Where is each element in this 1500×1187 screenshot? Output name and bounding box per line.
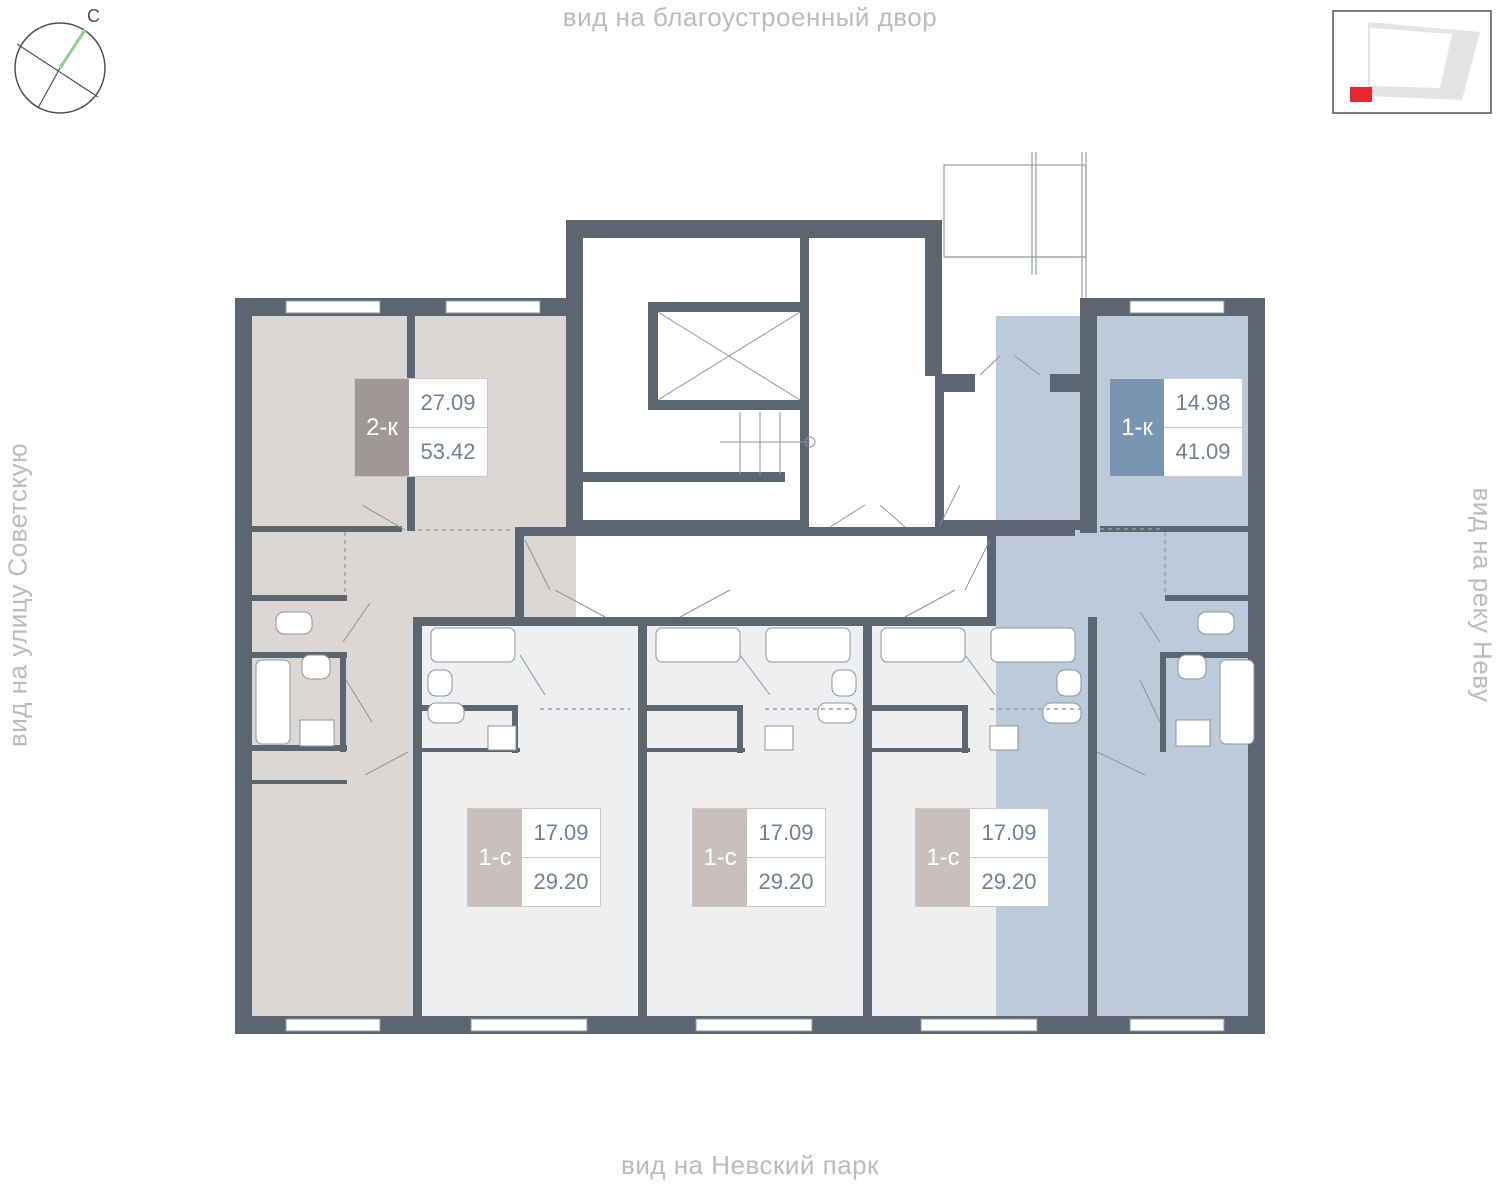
windows xyxy=(285,300,1225,1032)
apartment-tag-1s-b: 1-с 17.09 29.20 xyxy=(692,808,826,907)
living-area: 27.09 xyxy=(420,390,476,415)
dashed-partitions xyxy=(344,528,1166,710)
apartment-type: 2-к xyxy=(355,379,409,476)
apartment-tag-1s-a: 1-с 17.09 29.20 xyxy=(467,808,601,907)
total-area: 29.20 xyxy=(522,857,600,906)
view-label-bottom: вид на Невский парк xyxy=(620,1150,880,1180)
doors xyxy=(342,355,1161,776)
apartment-type: 1-с xyxy=(468,809,522,906)
apartment-tag-2k: 2-к 27.09 53.42 xyxy=(354,378,488,477)
total-area: 29.20 xyxy=(747,857,825,906)
apartment-tag-1k: 1-к 14.98 41.09 xyxy=(1109,378,1243,477)
living-area: 14.98 xyxy=(1175,390,1231,415)
living-area: 17.09 xyxy=(533,820,589,845)
total-area: 41.09 xyxy=(1164,427,1242,476)
apartment-tag-1s-c: 1-с 17.09 29.20 xyxy=(915,808,1049,907)
elevator-shaft xyxy=(657,311,801,401)
compass-icon xyxy=(14,22,106,114)
view-label-top: вид на благоустроенный двор xyxy=(562,2,938,32)
living-area: 17.09 xyxy=(981,820,1037,845)
stairs xyxy=(720,412,816,475)
apartment-type: 1-с xyxy=(693,809,747,906)
total-area: 29.20 xyxy=(970,857,1048,906)
key-plan-map xyxy=(1332,10,1492,114)
living-area: 17.09 xyxy=(758,820,814,845)
total-area: 53.42 xyxy=(409,427,487,476)
compass-north-label: С xyxy=(87,6,100,26)
apartment-type: 1-к xyxy=(1110,379,1164,476)
balcony xyxy=(943,152,1087,298)
apartment-type: 1-с xyxy=(916,809,970,906)
bathroom-fixtures xyxy=(255,611,1255,751)
